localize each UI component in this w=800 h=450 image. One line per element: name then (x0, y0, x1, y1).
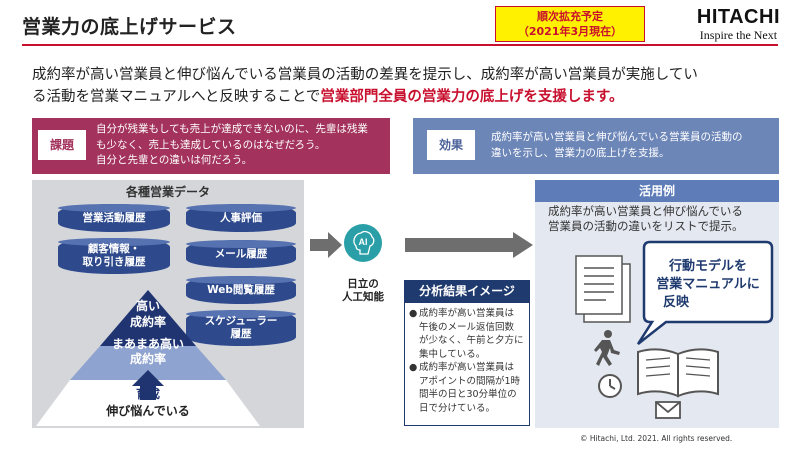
lead-line-2: る活動を営業マニュアルへと反映することで営業部門全員の営業力の底上げを支援します… (32, 86, 777, 108)
logo-tagline: Inspire the Next (699, 28, 778, 42)
db-activity-history: 営業活動履歴 (58, 204, 170, 232)
bubble-line-2: 営業マニュアルに (656, 276, 760, 292)
ai-brain-icon: AI (344, 224, 382, 262)
copyright: © Hitachi, Ltd. 2021. All rights reserve… (580, 434, 733, 443)
walking-person-icon (594, 330, 620, 366)
db-web-history: Web閲覧履歴 (186, 276, 296, 304)
logo-brand: HITACHI (696, 6, 780, 28)
usage-text: 成約率が高い営業員と伸び悩んでいる 営業員の活動の違いをリストで提示。 (548, 204, 744, 233)
mail-icon (655, 401, 681, 419)
effect-label: 効果 (427, 130, 475, 160)
page-title: 営業力の底上げサービス (22, 16, 237, 38)
issue-box: 課題 自分が残業もしても売上が達成できないのに、先輩は残業 も少なく、売上も達成… (32, 118, 390, 174)
result-item-2: ● 成約率が高い営業員は アポイントの間隔が1時 間半の日と30分単位の 日で分… (409, 362, 521, 414)
lead-line-1: 成約率が高い営業員と伸び悩んでいる営業員の活動の差異を提示し、成約率が高い営業員… (32, 67, 698, 83)
up-arrow-icon (132, 370, 164, 400)
title-underline (22, 44, 778, 46)
issue-text-line-3: 自分と先輩との違いは何だろう。 (96, 154, 253, 166)
db-customer-info: 顧客情報・取り引き履歴 (58, 238, 170, 274)
pyramid-middle-tier (70, 346, 226, 380)
open-book-icon (637, 348, 719, 398)
clock-icon (598, 374, 622, 398)
db-hr-eval: 人事評価 (186, 204, 296, 232)
issue-label: 課題 (38, 130, 86, 160)
bubble-line-1: 行動モデルを (668, 258, 747, 274)
tier-low-label: 育成 伸び悩んでいる (106, 387, 190, 418)
effect-box: 効果 成約率が高い営業員と伸び悩んでいる営業員の活動の 違いを示し、営業力の底上… (413, 118, 779, 174)
right-arrow-icon (310, 232, 342, 258)
document-list-icon (575, 255, 631, 323)
svg-text:AI: AI (359, 237, 368, 247)
effect-text: 成約率が高い営業員と伸び悩んでいる営業員の活動の 違いを示し、営業力の底上げを支… (491, 129, 771, 161)
performance-pyramid (36, 290, 260, 426)
pyramid-bottom-tier (36, 380, 260, 426)
db-mail-history: メール履歴 (186, 240, 296, 268)
issue-text-line-2: も少なく、売上も達成しているのはなぜだろう。 (96, 138, 326, 151)
right-arrow-icon (405, 232, 533, 258)
speech-bubble (636, 240, 774, 345)
availability-notice: 順次拡充予定 （2021年3月現在） (495, 6, 645, 42)
tier-high-label: 高い 成約率 (129, 299, 166, 329)
lead-line-2-plain: る活動を営業マニュアルへと反映することで (32, 89, 321, 105)
usage-illustration: 行動モデルを 営業マニュアルに 反映 (575, 240, 774, 419)
hitachi-logo: HITACHI Inspire the Next (697, 6, 780, 42)
effect-text-line-2: 違いを示し、営業力の底上げを支援。 (491, 147, 670, 159)
db-schedule-history: スケジューラー履歴 (186, 310, 296, 346)
sales-data-title: 各種営業データ (125, 185, 210, 199)
ai-label: 日立の 人工知能 (342, 278, 384, 303)
result-body: ● 成約率が高い営業員は 午後のメール返信回数 が少なく、午前と夕方に 集中して… (404, 302, 530, 426)
usage-title: 活用例 (535, 180, 779, 202)
lead-paragraph: 成約率が高い営業員と伸び悩んでいる営業員の活動の差異を提示し、成約率が高い営業員… (32, 64, 777, 108)
notice-line-1: 順次拡充予定 (537, 10, 603, 23)
tier-mid-label: まあまあ高い 成約率 (111, 337, 184, 366)
result-title: 分析結果イメージ (404, 280, 530, 302)
pyramid-top-tier (100, 290, 196, 346)
result-item-1: ● 成約率が高い営業員は 午後のメール返信回数 が少なく、午前と夕方に 集中して… (409, 308, 524, 360)
bubble-line-3: 反映 (663, 294, 690, 310)
effect-text-line-1: 成約率が高い営業員と伸び悩んでいる営業員の活動の (491, 131, 743, 143)
lead-emphasis: 営業部門全員の営業力の底上げを支援します。 (320, 89, 624, 105)
issue-text-line-1: 自分が残業もしても売上が達成できないのに、先輩は残業 (96, 123, 368, 135)
issue-text: 自分が残業もしても売上が達成できないのに、先輩は残業 も少なく、売上も達成してい… (96, 122, 386, 169)
notice-line-2: （2021年3月現在） (517, 25, 623, 38)
